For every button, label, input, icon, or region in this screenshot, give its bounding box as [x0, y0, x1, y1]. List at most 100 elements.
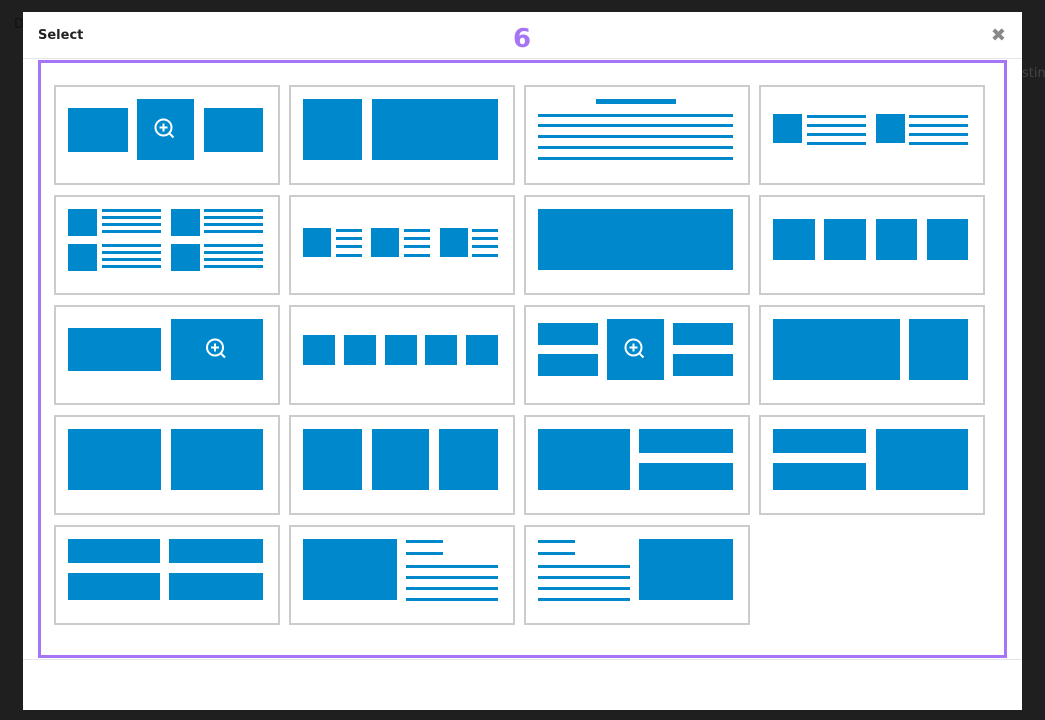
layout-block: [773, 114, 802, 143]
zoom-in-icon[interactable]: [206, 338, 226, 359]
layout-4-squares[interactable]: [759, 195, 985, 295]
layout-block: [538, 576, 630, 579]
layout-block: [773, 319, 900, 380]
layout-block: [68, 429, 161, 490]
layout-block: [102, 251, 161, 254]
layout-block: [909, 133, 968, 136]
layout-block: [68, 328, 161, 371]
layout-block: [538, 323, 598, 345]
layout-image-left-text-right[interactable]: [289, 525, 515, 625]
layout-block: [639, 539, 733, 600]
layout-block: [472, 229, 498, 232]
layout-block: [876, 219, 917, 260]
layout-block: [204, 216, 263, 219]
layout-block: [807, 124, 866, 127]
layout-5-squares[interactable]: [289, 305, 515, 405]
layout-block: [171, 244, 200, 271]
layout-block: [909, 142, 968, 145]
layout-block: [204, 108, 263, 152]
layout-block: [303, 99, 362, 160]
layout-block: [68, 539, 160, 563]
layout-block: [472, 254, 498, 257]
layout-block: [404, 237, 430, 240]
layout-text-left-image-right[interactable]: [524, 525, 750, 625]
layout-block: [336, 245, 362, 248]
annotation-label: 6: [513, 24, 532, 54]
layout-block: [773, 463, 866, 490]
layout-block: [171, 209, 200, 236]
layout-block: [102, 244, 161, 247]
layout-block: [102, 258, 161, 261]
layout-block: [538, 114, 733, 117]
layout-block: [303, 228, 331, 257]
layout-3-image-text-pairs[interactable]: [289, 195, 515, 295]
layout-block: [439, 429, 498, 490]
layout-block: [639, 429, 733, 453]
layout-block: [773, 429, 866, 453]
layout-block: [607, 319, 664, 380]
layout-3-images-center-zoom[interactable]: [54, 85, 280, 185]
layout-block: [68, 108, 128, 152]
layout-3-columns[interactable]: [289, 415, 515, 515]
layout-block: [538, 135, 733, 138]
layout-block: [204, 230, 263, 233]
layout-single-wide[interactable]: [524, 195, 750, 295]
layout-block: [876, 114, 905, 143]
layout-block: [538, 354, 598, 376]
layout-block: [538, 157, 733, 160]
layout-block: [404, 254, 430, 257]
layout-block: [336, 237, 362, 240]
layout-block: [406, 598, 498, 601]
dialog-title: Select: [38, 28, 84, 43]
layout-2-halves[interactable]: [54, 415, 280, 515]
layout-block: [404, 229, 430, 232]
background-text: sting: [1022, 66, 1045, 81]
layout-block: [303, 539, 397, 600]
layout-block: [372, 99, 498, 160]
layout-block: [440, 228, 468, 257]
layout-4-image-text-grid[interactable]: [54, 195, 280, 295]
layout-block: [102, 223, 161, 226]
layout-block: [204, 258, 263, 261]
layout-title-and-text[interactable]: [524, 85, 750, 185]
layout-block: [639, 463, 733, 490]
layout-block: [204, 265, 263, 268]
layout-2x2-banners[interactable]: [54, 525, 280, 625]
layout-grid: [38, 60, 1007, 658]
layout-block: [538, 565, 630, 568]
layout-block: [372, 429, 429, 490]
layout-block: [673, 354, 733, 376]
layout-block: [406, 540, 443, 543]
layout-block: [909, 319, 968, 380]
layout-left-stacked-right-big[interactable]: [759, 415, 985, 515]
background-text: D: [14, 17, 25, 32]
layout-block: [303, 429, 362, 490]
layout-block: [538, 429, 630, 490]
layout-block: [204, 223, 263, 226]
layout-wide-and-square[interactable]: [759, 305, 985, 405]
layout-block: [406, 587, 498, 590]
layout-block: [406, 576, 498, 579]
layout-block: [538, 146, 733, 149]
layout-block: [102, 216, 161, 219]
layout-block: [472, 245, 498, 248]
layout-block: [807, 133, 866, 136]
layout-square-and-wide[interactable]: [289, 85, 515, 185]
layout-2-image-text-pairs[interactable]: [759, 85, 985, 185]
layout-block: [204, 209, 263, 212]
layout-center-zoom-with-sides[interactable]: [524, 305, 750, 405]
layout-block: [406, 565, 498, 568]
layout-block: [673, 323, 733, 345]
layout-2-images-right-zoom[interactable]: [54, 305, 280, 405]
zoom-in-icon[interactable]: [154, 118, 175, 139]
layout-block: [824, 219, 866, 260]
dialog-header: Select 6 ✖: [23, 12, 1022, 59]
layout-block: [404, 245, 430, 248]
layout-block: [807, 115, 866, 118]
layout-left-big-right-stacked[interactable]: [524, 415, 750, 515]
layout-block: [171, 319, 263, 380]
close-icon[interactable]: ✖: [990, 25, 1006, 46]
dialog-footer: [23, 659, 1022, 660]
layout-block: [171, 429, 263, 490]
zoom-in-icon[interactable]: [624, 338, 645, 359]
